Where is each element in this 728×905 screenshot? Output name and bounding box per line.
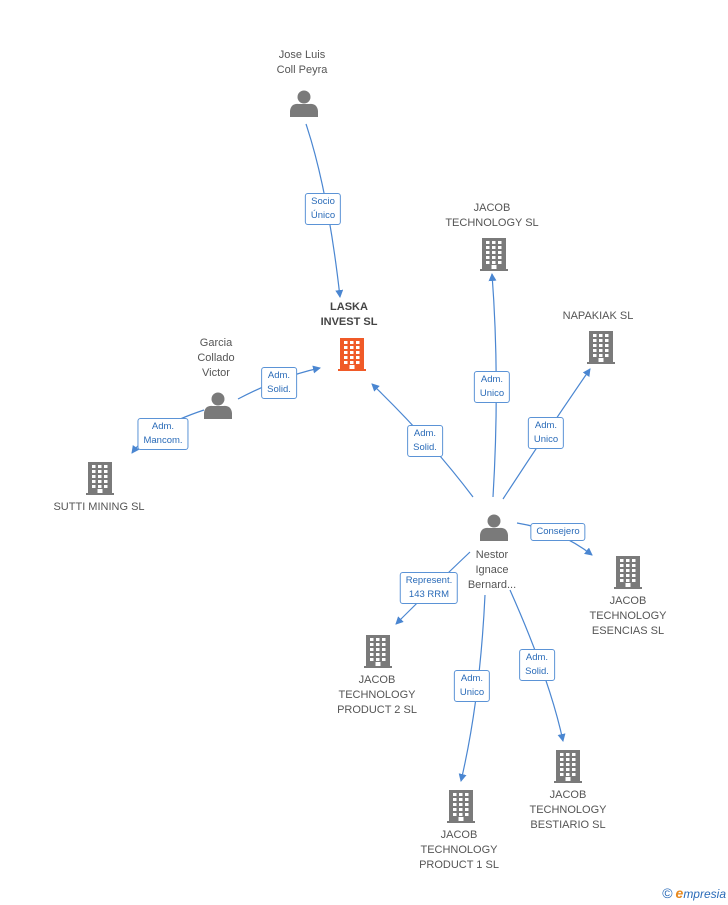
- edge-label-nestor-to-jacob_tech[interactable]: Adm. Unico: [473, 371, 511, 403]
- brand-watermark[interactable]: ©empresia: [662, 885, 726, 901]
- edge-label-nestor-to-napakiak[interactable]: Adm. Unico: [527, 417, 565, 449]
- icons-layer: [86, 90, 642, 823]
- edge-label-nestor-to-bestiario[interactable]: Adm. Solid.: [519, 649, 555, 681]
- node-label-jacob_tech[interactable]: JACOB TECHNOLOGY SL: [445, 201, 538, 231]
- node-label-line: PRODUCT 1 SL: [419, 859, 499, 871]
- building-icon-product1[interactable]: [447, 790, 475, 823]
- node-label-line: TECHNOLOGY SL: [445, 217, 539, 229]
- node-label-napakiak[interactable]: NAPAKIAK SL: [563, 309, 634, 324]
- node-label-line: Nestor: [475, 549, 509, 561]
- edge-label-line: Consejero: [536, 526, 580, 537]
- node-label-line: Jose Luis: [278, 49, 326, 61]
- copyright-mark: ©: [662, 885, 673, 901]
- node-label-line: ESENCIAS SL: [591, 625, 665, 637]
- edge-label-line: Solid.: [267, 384, 291, 395]
- node-label-line: JACOB: [609, 595, 647, 607]
- node-label-line: PRODUCT 2 SL: [337, 704, 417, 716]
- node-label-line: INVEST SL: [320, 316, 378, 328]
- person-icon-nestor[interactable]: [480, 514, 508, 542]
- edge-label-nestor-to-product2[interactable]: Represent. 143 RRM: [399, 572, 459, 604]
- node-label-line: JACOB: [473, 202, 511, 214]
- building-icon-esencias[interactable]: [614, 556, 642, 589]
- node-label-laska[interactable]: LASKA INVEST SL: [321, 300, 378, 330]
- building-icon-laska[interactable]: [338, 338, 366, 371]
- edge-label-nestor-to-laska[interactable]: Adm. Solid.: [407, 425, 443, 457]
- node-label-product1[interactable]: JACOB TECHNOLOGY PRODUCT 1 SL: [419, 828, 499, 873]
- edge-label-line: Mancom.: [143, 435, 183, 446]
- brand-name: mpresia: [683, 887, 726, 901]
- node-label-esencias[interactable]: JACOB TECHNOLOGY ESENCIAS SL: [589, 594, 666, 639]
- edge-label-line: Adm.: [525, 652, 549, 663]
- edge-label-garcia-to-sutti[interactable]: Adm. Mancom.: [137, 418, 189, 450]
- edge-label-line: Adm.: [480, 374, 504, 385]
- node-label-line: JACOB: [549, 789, 587, 801]
- node-label-line: JACOB: [440, 829, 478, 841]
- node-label-line: NAPAKIAK SL: [562, 310, 634, 322]
- edge-label-line: Adm.: [151, 421, 175, 432]
- edge-label-line: Solid.: [413, 442, 437, 453]
- node-label-line: TECHNOLOGY: [589, 610, 667, 622]
- person-icon-jose[interactable]: [290, 90, 318, 118]
- node-label-line: LASKA: [330, 301, 368, 313]
- edge-label-line: Socio: [311, 196, 335, 207]
- node-label-line: Collado: [197, 352, 235, 364]
- node-label-line: TECHNOLOGY: [420, 844, 498, 856]
- node-label-line: SUTTI MINING SL: [53, 501, 145, 513]
- building-icon-bestiario[interactable]: [554, 750, 582, 783]
- node-label-line: BESTIARIO SL: [530, 819, 606, 831]
- building-icon-jacob_tech[interactable]: [480, 238, 508, 271]
- node-label-line: Coll Peyra: [276, 64, 328, 76]
- node-label-sutti[interactable]: SUTTI MINING SL: [53, 500, 144, 515]
- node-label-bestiario[interactable]: JACOB TECHNOLOGY BESTIARIO SL: [529, 788, 606, 833]
- node-label-line: Garcia: [199, 337, 233, 349]
- brand-logo-initial: e: [675, 885, 684, 901]
- edge-label-line: Unico: [533, 434, 559, 445]
- edge-label-line: Adm.: [460, 673, 484, 684]
- node-label-product2[interactable]: JACOB TECHNOLOGY PRODUCT 2 SL: [337, 673, 417, 718]
- node-label-line: Ignace: [475, 564, 509, 576]
- edge-label-nestor-to-esencias[interactable]: Consejero: [530, 523, 586, 541]
- edge-label-line: Unico: [479, 388, 505, 399]
- edge-label-line: Adm.: [267, 370, 291, 381]
- building-icon-product2[interactable]: [364, 635, 392, 668]
- edge-label-line: Represent.: [405, 575, 453, 586]
- edge-label-line: Único: [310, 210, 336, 221]
- edge-label-line: Unico: [459, 687, 485, 698]
- edge-label-line: 143 RRM: [408, 589, 450, 600]
- building-icon-sutti[interactable]: [86, 462, 114, 495]
- edge-label-line: Solid.: [525, 666, 549, 677]
- person-icon-garcia[interactable]: [204, 392, 232, 420]
- edge-label-nestor-to-product1[interactable]: Adm. Unico: [453, 670, 491, 702]
- node-label-line: Bernard...: [467, 579, 517, 591]
- node-label-line: JACOB: [358, 674, 396, 686]
- edge-label-line: Adm.: [413, 428, 437, 439]
- node-label-line: TECHNOLOGY: [338, 689, 416, 701]
- node-label-line: TECHNOLOGY: [529, 804, 607, 816]
- building-icon-napakiak[interactable]: [587, 331, 615, 364]
- edge-label-line: Adm.: [534, 420, 558, 431]
- node-label-line: Victor: [202, 367, 230, 379]
- edge-label-garcia-to-laska[interactable]: Adm. Solid.: [261, 367, 297, 399]
